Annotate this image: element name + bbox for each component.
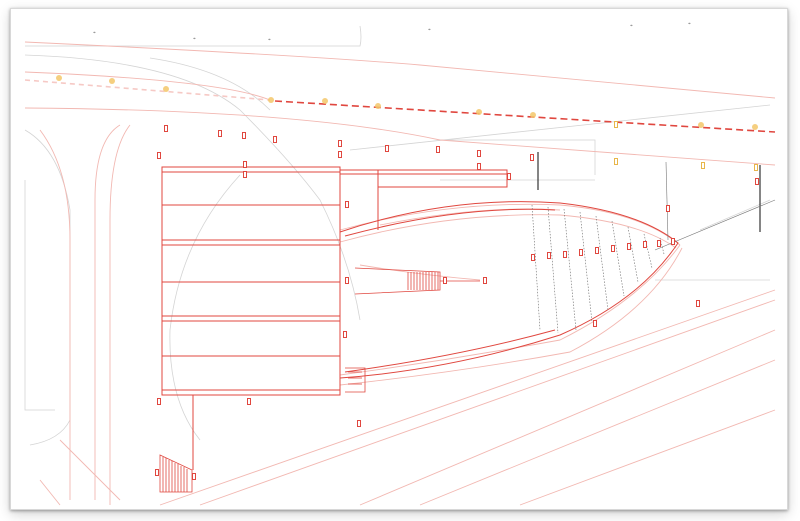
context-lines [24,25,771,446]
red-tag-marker [531,254,535,261]
red-tag-marker [563,251,567,258]
survey-point-marker [56,75,62,81]
grid-tick: ⌖ [93,30,96,36]
red-tag-marker [436,146,440,153]
red-tag-marker [157,152,161,159]
survey-point-marker [109,78,115,84]
grid-tick: ⌖ [268,37,271,43]
canopy-structure [339,201,679,379]
survey-point-marker [698,122,704,128]
red-tag-marker [666,205,670,212]
red-tag-marker [345,277,349,284]
pink-lines [24,41,776,506]
red-tag-marker [755,178,759,185]
red-tag-marker [157,398,161,405]
grid-tick: ⌖ [428,27,431,33]
red-tag-marker [357,420,361,427]
red-tag-marker [595,247,599,254]
red-tag-marker [243,161,247,168]
hatched-wedge [159,454,193,493]
red-tag-marker [696,300,700,307]
survey-point-marker [375,103,381,109]
red-tag-marker [507,173,511,180]
red-tag-marker [155,469,159,476]
red-tag-marker [164,125,168,132]
red-tag-marker [579,249,583,256]
survey-point-marker [476,109,482,115]
grid-tick: ⌖ [688,21,691,27]
yellow-tag-marker [701,162,705,169]
red-tag-marker [643,241,647,248]
red-tag-marker [530,154,534,161]
yellow-tag-marker [614,121,618,128]
red-tag-marker [343,331,347,338]
canopy-ribs [531,204,665,334]
step-element [345,367,366,393]
posts [537,152,761,232]
red-tag-marker [593,320,597,327]
red-tag-marker [657,240,661,247]
red-tag-marker [247,398,251,405]
building-block [161,166,341,470]
yellow-tag-marker [614,158,618,165]
hatched-ramp [354,267,480,295]
survey-point-marker [752,124,758,130]
red-tag-marker [483,277,487,284]
red-tag-marker [218,130,222,137]
dashed-boundary [24,79,776,133]
red-tag-marker [547,252,551,259]
red-tag-marker [243,171,247,178]
red-tag-marker [477,150,481,157]
grid-tick: ⌖ [193,36,196,42]
survey-point-marker [322,98,328,104]
survey-point-marker [530,112,536,118]
drawing-sheet [10,8,788,510]
red-tag-marker [273,136,277,143]
red-tag-marker [611,245,615,252]
red-tag-marker [345,201,349,208]
red-tag-marker [385,145,389,152]
red-tag-marker [338,151,342,158]
red-tag-marker [671,238,675,245]
red-tag-marker [338,140,342,147]
survey-point-marker [163,86,169,92]
red-tag-marker [192,473,196,480]
thin-dark-lines [654,161,776,251]
red-tag-marker [627,243,631,250]
survey-point-marker [268,97,274,103]
yellow-tag-marker [754,164,758,171]
red-tag-marker [477,163,481,170]
grid-tick: ⌖ [630,23,633,29]
red-tag-marker [443,277,447,284]
red-tag-marker [242,132,246,139]
